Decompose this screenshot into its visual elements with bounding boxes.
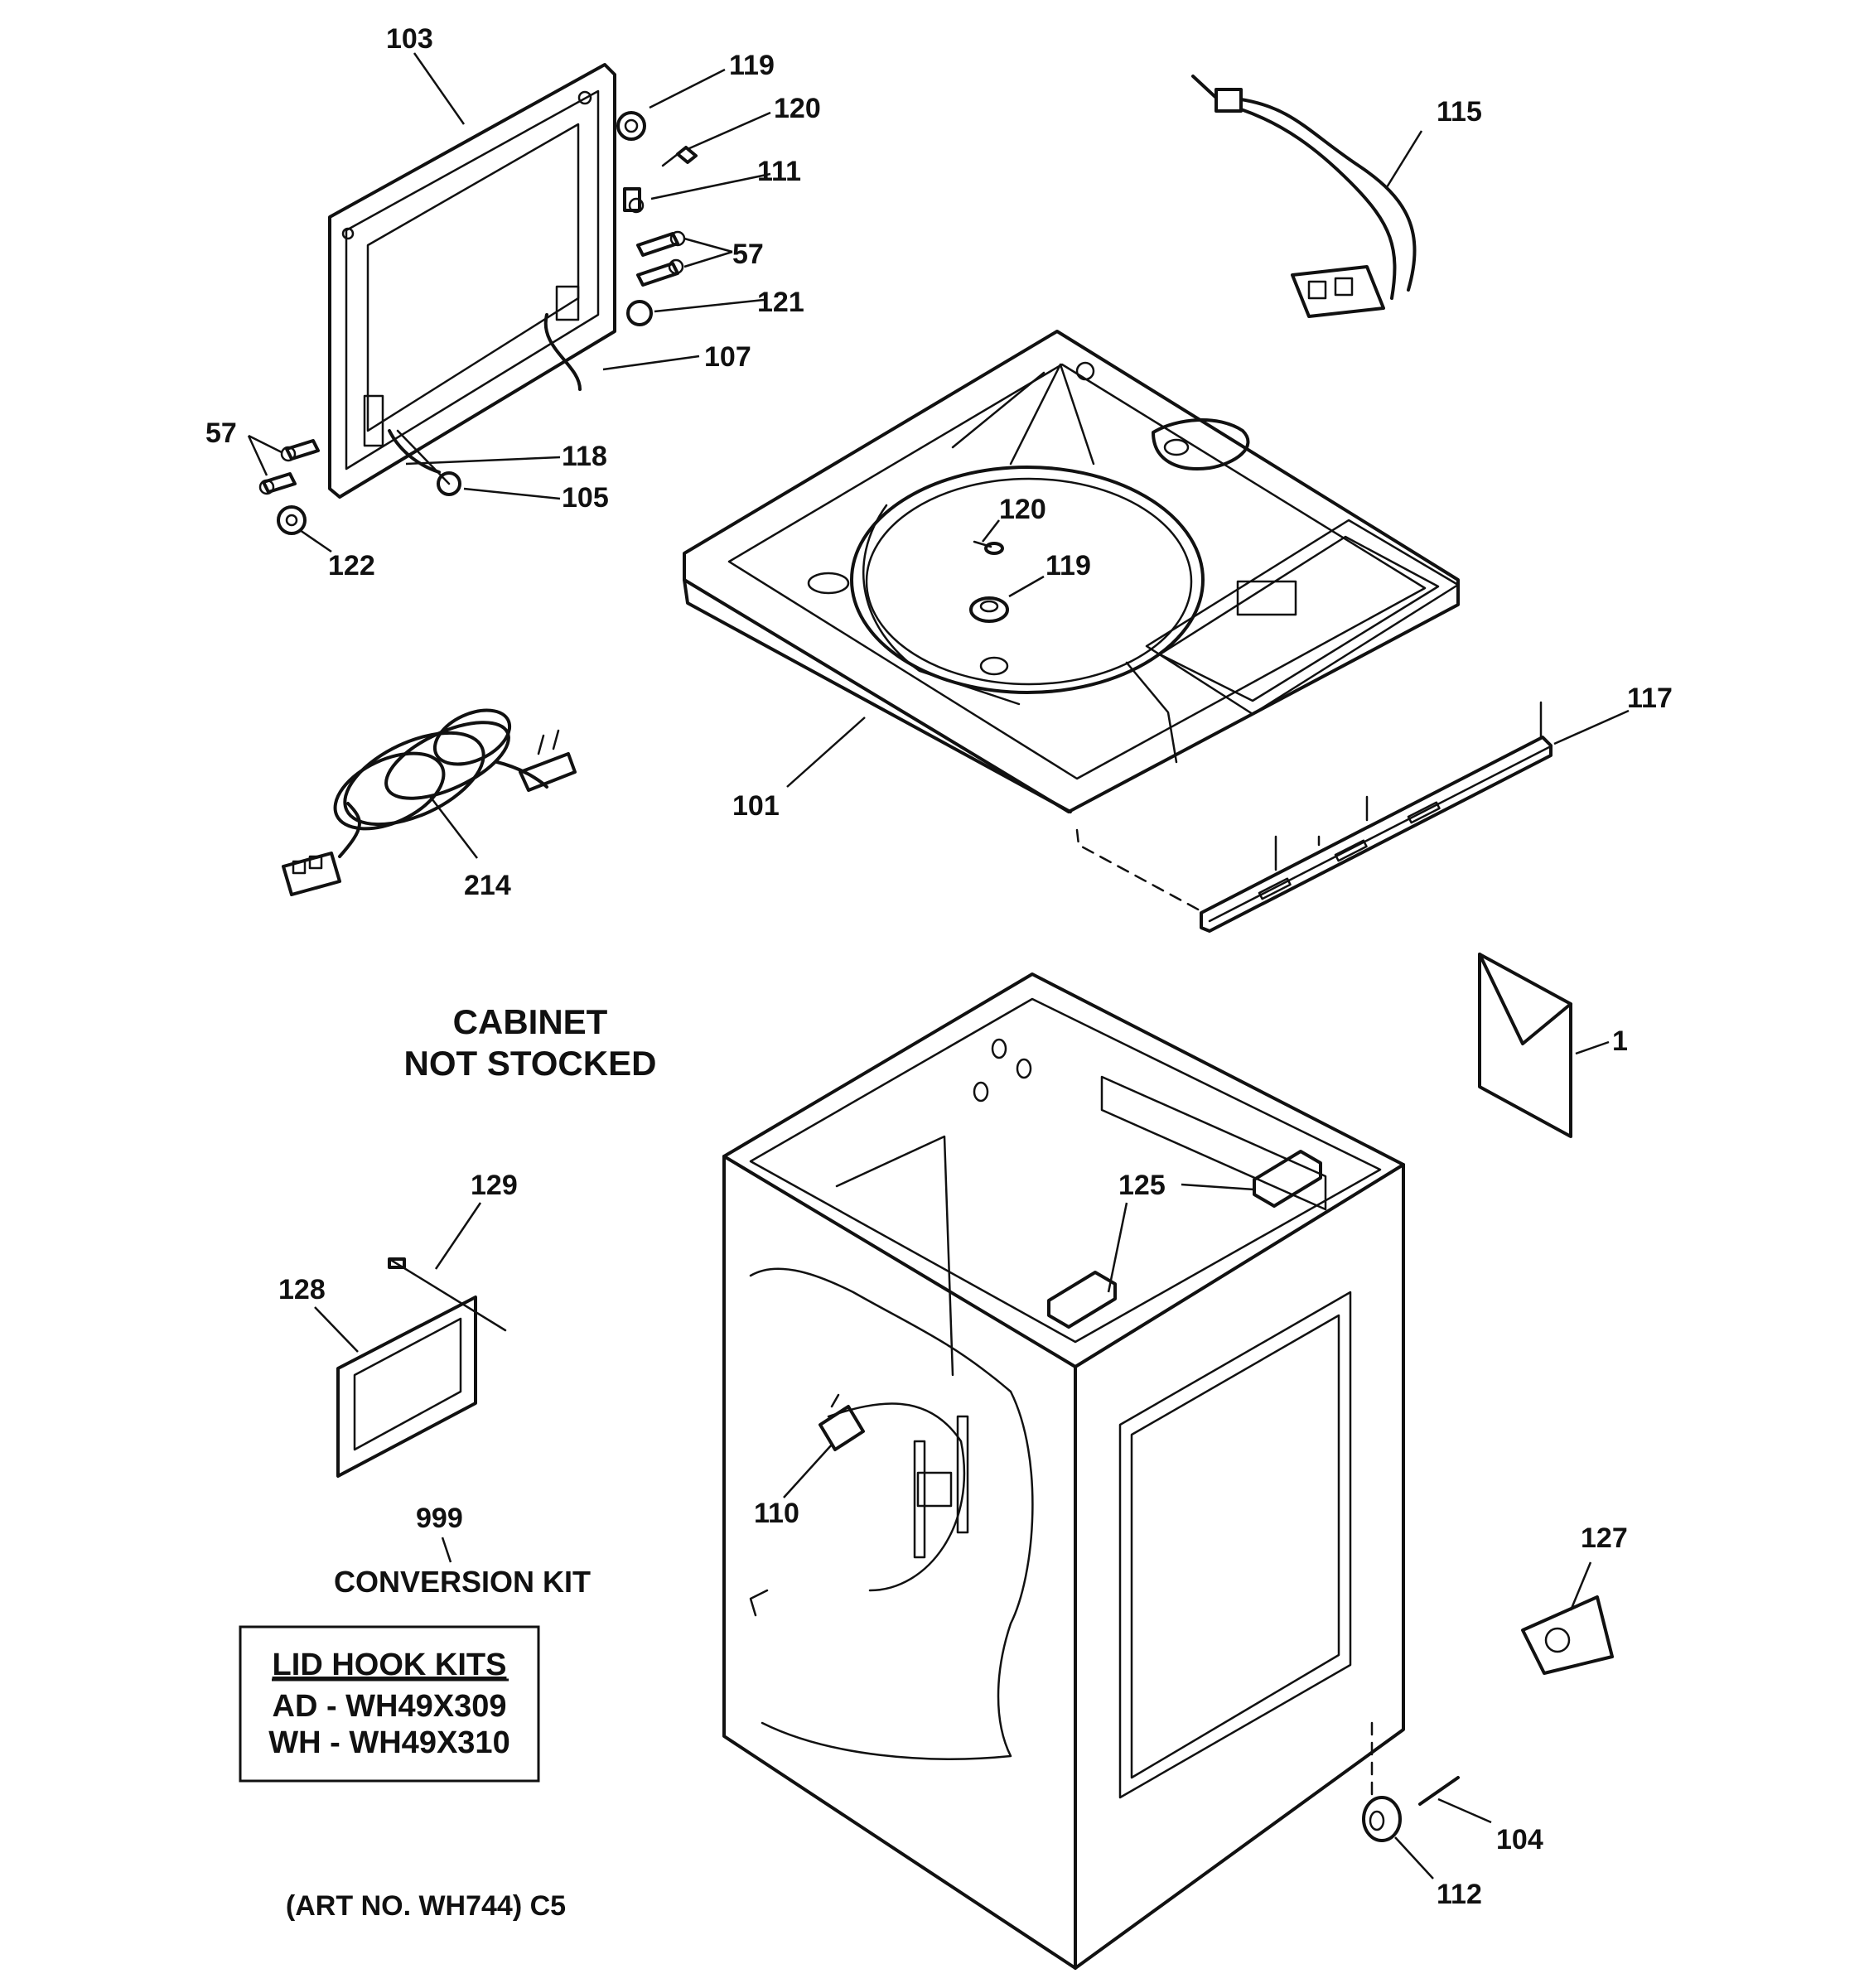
cabinet-note-line1: CABINET <box>453 1002 608 1041</box>
conversion-kit-label: CONVERSION KIT <box>334 1565 591 1599</box>
callout-122: 122 <box>328 550 375 581</box>
leader-lines <box>247 52 1630 1879</box>
literature-1 <box>1478 953 1572 1138</box>
callout-119-top: 119 <box>729 50 775 81</box>
hinge-hardware <box>258 111 698 535</box>
callout-127: 127 <box>1581 1522 1628 1554</box>
callout-128: 128 <box>278 1274 326 1305</box>
callout-120-top: 120 <box>774 93 821 124</box>
lid-hook-kit-wh: WH - WH49X310 <box>268 1725 509 1760</box>
callout-119-cover: 119 <box>1045 550 1091 581</box>
art-number: (ART NO. WH744) C5 <box>286 1890 566 1922</box>
lid-hook-kit-ad: AD - WH49X309 <box>273 1689 507 1724</box>
rail-117 <box>1075 701 1553 933</box>
supports-125 <box>1047 1150 1322 1329</box>
wire-harness-115 <box>1191 75 1417 318</box>
callout-1: 1 <box>1612 1025 1628 1057</box>
callout-121: 121 <box>757 287 804 318</box>
callout-110: 110 <box>754 1498 799 1529</box>
callout-214: 214 <box>464 870 511 901</box>
callout-118: 118 <box>562 441 607 472</box>
callout-105: 105 <box>562 482 609 514</box>
callout-117: 117 <box>1627 683 1673 714</box>
callout-101: 101 <box>732 790 780 822</box>
notes: CABINET NOT STOCKED CONVERSION KIT (ART … <box>286 1002 657 1922</box>
cover-fasteners <box>969 540 1009 623</box>
top-cover-101 <box>683 330 1460 813</box>
callout-115: 115 <box>1437 96 1482 128</box>
callout-129: 129 <box>471 1170 518 1201</box>
callout-107: 107 <box>704 341 751 373</box>
callout-125: 125 <box>1118 1170 1166 1201</box>
power-cord-214 <box>282 708 577 896</box>
callout-numbers: 103 119 120 111 57 121 107 118 105 57 12… <box>205 23 1673 1910</box>
cabinet-body <box>722 972 1405 1970</box>
wheel-112 <box>1362 1721 1460 1842</box>
lid-frame-103 <box>328 63 616 499</box>
cabinet-note-line2: NOT STOCKED <box>404 1044 657 1083</box>
callout-120-cover: 120 <box>999 494 1046 525</box>
callout-104: 104 <box>1496 1824 1543 1855</box>
lid-hook-kits-title: LID HOOK KITS <box>273 1648 507 1682</box>
callout-57-right: 57 <box>732 239 764 270</box>
callout-999: 999 <box>416 1503 463 1534</box>
callout-111: 111 <box>757 156 801 187</box>
callout-112: 112 <box>1437 1879 1482 1910</box>
part-127 <box>1521 1595 1614 1675</box>
callout-103: 103 <box>386 23 433 55</box>
lid-hook-kits-box: LID HOOK KITS AD - WH49X309 WH - WH49X31… <box>239 1625 540 1783</box>
bracket-128 <box>336 1257 507 1478</box>
callout-57-left: 57 <box>205 417 237 449</box>
